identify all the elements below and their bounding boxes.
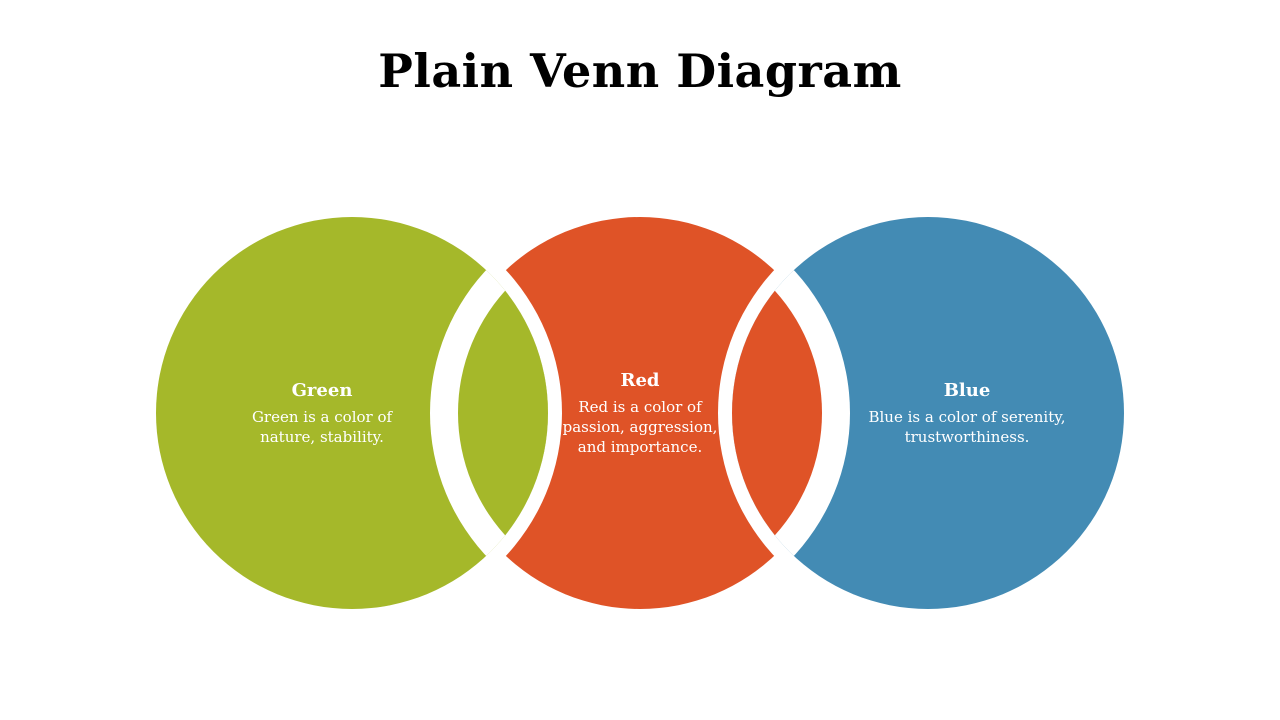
blue-circle (732, 217, 1124, 609)
red-description: Red is a color of passion, aggression, a… (562, 398, 718, 456)
blue-title: Blue (943, 380, 991, 401)
page-title: Plain Venn Diagram (378, 44, 902, 98)
green-description: Green is a color of nature, stability. (251, 408, 393, 446)
red-circle (444, 217, 836, 609)
green-label: Green Green is a color of nature, stabil… (232, 379, 412, 447)
red-title: Red (620, 370, 660, 391)
green-title: Green (291, 380, 353, 401)
blue-label: Blue Blue is a color of serenity, trustw… (862, 379, 1072, 447)
blue-description: Blue is a color of serenity, trustworthi… (868, 408, 1066, 446)
green-circle (156, 217, 548, 609)
red-label: Red Red is a color of passion, aggressio… (560, 369, 720, 457)
